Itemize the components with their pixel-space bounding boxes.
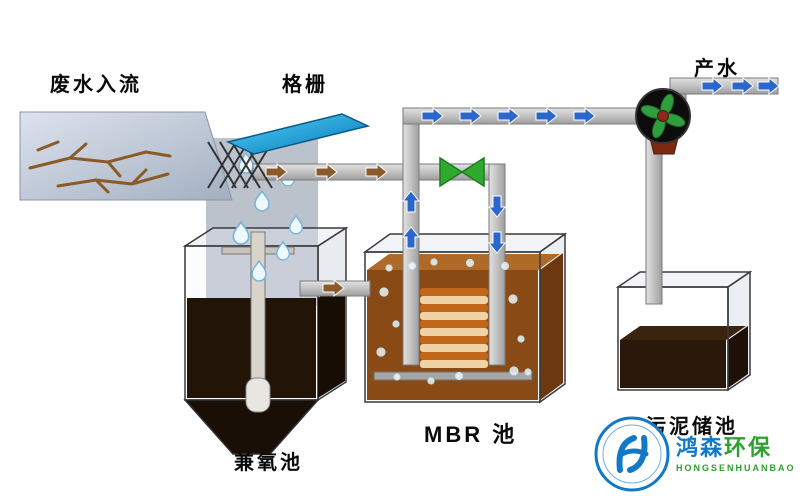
brand-logo: 鸿森环保 HONGSENHUANBAO xyxy=(588,410,798,500)
label-screen: 格栅 xyxy=(282,74,328,96)
label-anoxic-tank: 兼氧池 xyxy=(234,452,303,474)
mixer-shaft xyxy=(250,231,266,391)
bubbles xyxy=(376,258,532,385)
submerged-pump-icon xyxy=(245,377,271,413)
brand-name-cn-blue: 鸿森 xyxy=(676,435,725,460)
bar-screen-plate-icon xyxy=(225,113,371,155)
brand-logo-mark-icon xyxy=(594,416,670,492)
label-mbr-tank: MBR 池 xyxy=(424,422,518,447)
fan-icon xyxy=(635,88,691,155)
brand-name-en: HONGSENHUANBAO xyxy=(676,463,796,474)
aeration-bar xyxy=(373,371,533,381)
valve-icon xyxy=(439,156,485,188)
brand-text: 鸿森环保 HONGSENHUANBAO xyxy=(676,435,796,474)
inflow-cracks-icon xyxy=(28,140,172,194)
label-wastewater-inflow: 废水入流 xyxy=(50,74,142,96)
anoxic-funnel xyxy=(183,399,320,455)
sludge-tank xyxy=(615,270,753,392)
inflow-surface xyxy=(19,111,233,201)
anoxic-tank xyxy=(182,226,349,455)
label-sludge-tank: 污泥储池 xyxy=(646,416,738,438)
membrane-module xyxy=(420,288,488,368)
label-product-water: 产水 xyxy=(694,58,740,80)
brand-name-cn-green: 环保 xyxy=(724,435,773,460)
sludge-liquid xyxy=(620,340,726,388)
